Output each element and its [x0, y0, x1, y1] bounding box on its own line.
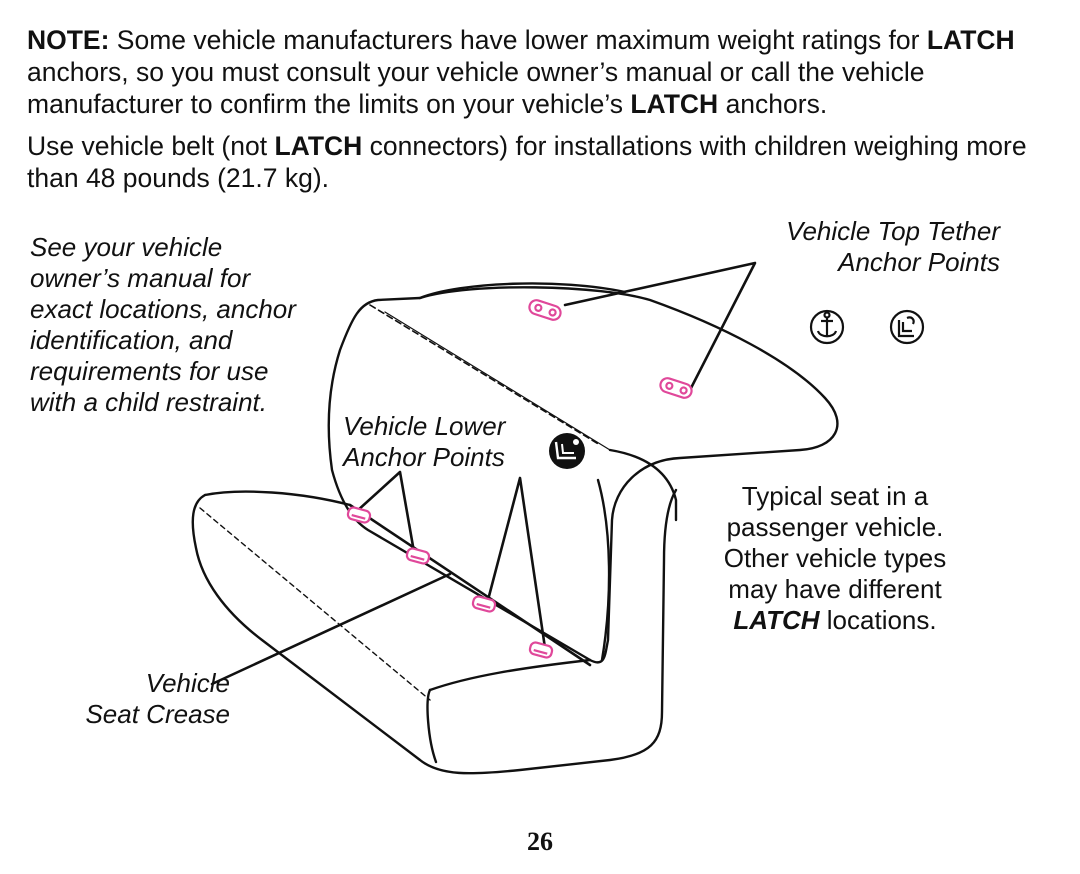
typical-seat-caption: Typical seat in a passenger vehicle. Oth…: [700, 481, 970, 636]
seat-crease-line: [348, 503, 592, 667]
lower-anchor-marker: [405, 547, 431, 565]
owner-note-line: with a child restraint.: [30, 387, 267, 417]
lower-anchor-label-line: Anchor Points: [343, 442, 505, 472]
belt-text-1: Use vehicle belt (not: [27, 131, 275, 161]
latch-term: LATCH: [274, 131, 363, 161]
lower-anchor-marker: [528, 641, 554, 659]
top-tether-label-line: Anchor Points: [838, 247, 1000, 277]
lower-anchor-seat-symbol-icon: [549, 433, 585, 469]
seat-cushion-back-edge: [203, 490, 352, 507]
top-tether-label-line: Vehicle Top Tether: [786, 216, 1000, 246]
seat-crease-leader-line: [210, 572, 452, 686]
seat-crease-label: Vehicle Seat Crease: [40, 668, 230, 730]
owner-manual-note: See your vehicle owner’s manual for exac…: [30, 232, 350, 418]
lower-anchor-label-line: Vehicle Lower: [343, 411, 506, 441]
lower-anchor-points-label: Vehicle Lower Anchor Points: [343, 411, 505, 473]
caption-line: passenger vehicle.: [726, 512, 944, 542]
owner-note-line: owner’s manual for: [30, 263, 251, 293]
seat-back-seam-2: [384, 311, 611, 451]
latch-term: LATCH: [733, 605, 820, 635]
seat-back-outline: [327, 286, 839, 664]
seat-side-crease: [596, 478, 611, 662]
lower-anchor-marker: [471, 595, 497, 613]
note-paragraph: NOTE: Some vehicle manufacturers have lo…: [27, 24, 1067, 120]
owner-note-line: exact locations, anchor: [30, 294, 296, 324]
top-tether-anchor-marker: [528, 299, 562, 321]
lower-anchor-leader-line-right: [486, 476, 547, 650]
crease-label-line: Seat Crease: [85, 699, 230, 729]
lower-anchor-leader-line-left: [355, 470, 416, 554]
caption-line: Typical seat in a: [741, 481, 929, 511]
seat-cushion-outline: [191, 488, 678, 775]
owner-note-line: requirements for use: [30, 356, 269, 386]
seat-cushion-front: [426, 688, 438, 764]
note-text-1: Some vehicle manufacturers have lower ma…: [109, 25, 927, 55]
caption-line: locations.: [819, 605, 937, 635]
note-label: NOTE:: [27, 25, 110, 55]
seat-back-seam: [369, 304, 601, 446]
seat-back-top-edge: [418, 282, 627, 300]
latch-term: LATCH: [630, 89, 719, 119]
tether-seat-symbol-icon: [889, 309, 925, 345]
note-text-3: anchors.: [718, 89, 828, 119]
seat-cushion-seam: [199, 507, 431, 701]
caption-line: Other vehicle types: [723, 543, 947, 573]
lower-anchor-marker: [346, 506, 372, 524]
owner-note-line: See your vehicle: [30, 232, 223, 262]
seat-back-side: [608, 448, 678, 522]
vehicle-belt-paragraph: Use vehicle belt (not LATCH connectors) …: [27, 130, 1067, 194]
crease-label-line: Vehicle: [145, 668, 230, 698]
anchor-symbol-icon: [809, 309, 845, 345]
owner-note-line: identification, and: [30, 325, 233, 355]
latch-term: LATCH: [926, 25, 1015, 55]
page-number: 26: [527, 827, 553, 856]
top-tether-anchor-marker: [659, 377, 693, 399]
top-tether-leader-line: [563, 261, 757, 392]
caption-line: may have different: [728, 574, 942, 604]
seat-cushion-front-edge: [428, 658, 592, 692]
note-text-2: anchors, so you must consult your vehicl…: [27, 57, 925, 119]
top-tether-anchor-points-label: Vehicle Top Tether Anchor Points: [700, 216, 1000, 278]
belt-text-2: connectors) for installations with child…: [27, 131, 1027, 193]
